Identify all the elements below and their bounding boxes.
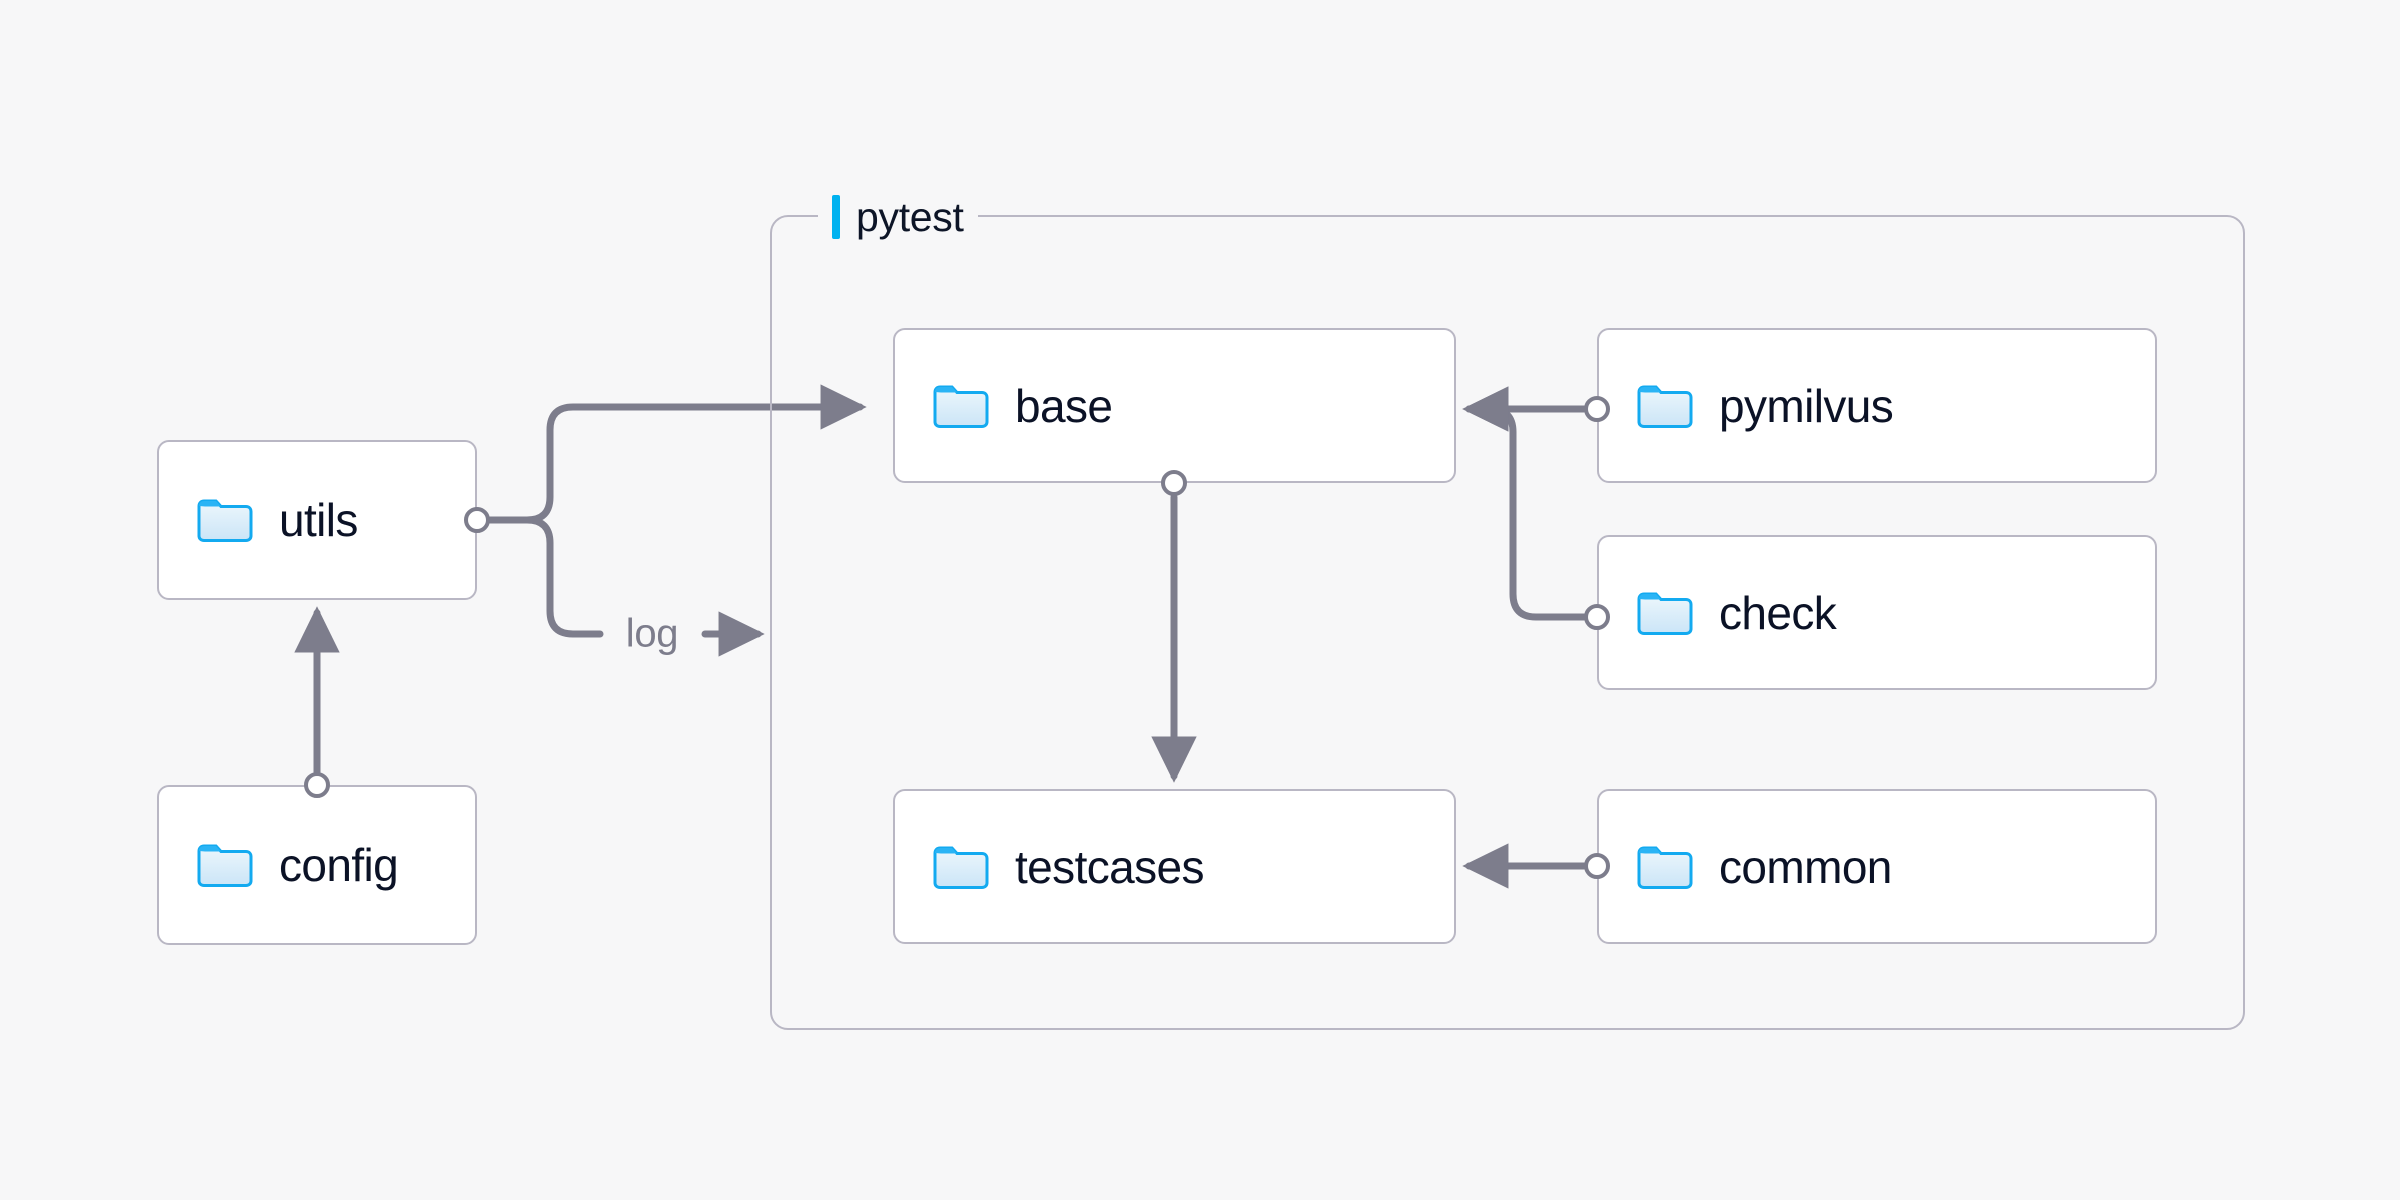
port-check-left[interactable] bbox=[1584, 604, 1610, 630]
port-base-bottom[interactable] bbox=[1161, 470, 1187, 496]
node-label: pymilvus bbox=[1719, 379, 1894, 432]
edge-label-log: log bbox=[617, 611, 687, 657]
pytest-group-container bbox=[770, 215, 2245, 1030]
group-label-text: pytest bbox=[856, 193, 964, 240]
node-common[interactable]: common bbox=[1597, 789, 2157, 944]
node-check[interactable]: check bbox=[1597, 535, 2157, 690]
folder-icon bbox=[197, 497, 253, 543]
folder-icon bbox=[933, 844, 989, 890]
node-label: utils bbox=[279, 494, 358, 546]
group-accent-bar bbox=[832, 195, 840, 239]
node-label: config bbox=[279, 839, 399, 891]
port-pymilvus-left[interactable] bbox=[1584, 396, 1610, 422]
folder-icon bbox=[1637, 844, 1693, 890]
port-utils-right[interactable] bbox=[464, 507, 490, 533]
node-label: check bbox=[1719, 586, 1837, 639]
port-config-top[interactable] bbox=[304, 772, 330, 798]
folder-icon bbox=[933, 383, 989, 429]
folder-icon bbox=[197, 842, 253, 888]
node-label: testcases bbox=[1015, 840, 1205, 893]
node-label: common bbox=[1719, 840, 1892, 893]
node-label: base bbox=[1015, 379, 1113, 432]
pytest-group-label: pytest bbox=[818, 190, 978, 244]
folder-icon bbox=[1637, 590, 1693, 636]
node-base[interactable]: base bbox=[893, 328, 1456, 483]
edge-utils-to-log bbox=[523, 516, 604, 638]
node-testcases[interactable]: testcases bbox=[893, 789, 1456, 944]
port-common-left[interactable] bbox=[1584, 853, 1610, 879]
folder-icon bbox=[1637, 383, 1693, 429]
node-utils[interactable]: utils bbox=[157, 440, 477, 600]
node-config[interactable]: config bbox=[157, 785, 477, 945]
node-pymilvus[interactable]: pymilvus bbox=[1597, 328, 2157, 483]
